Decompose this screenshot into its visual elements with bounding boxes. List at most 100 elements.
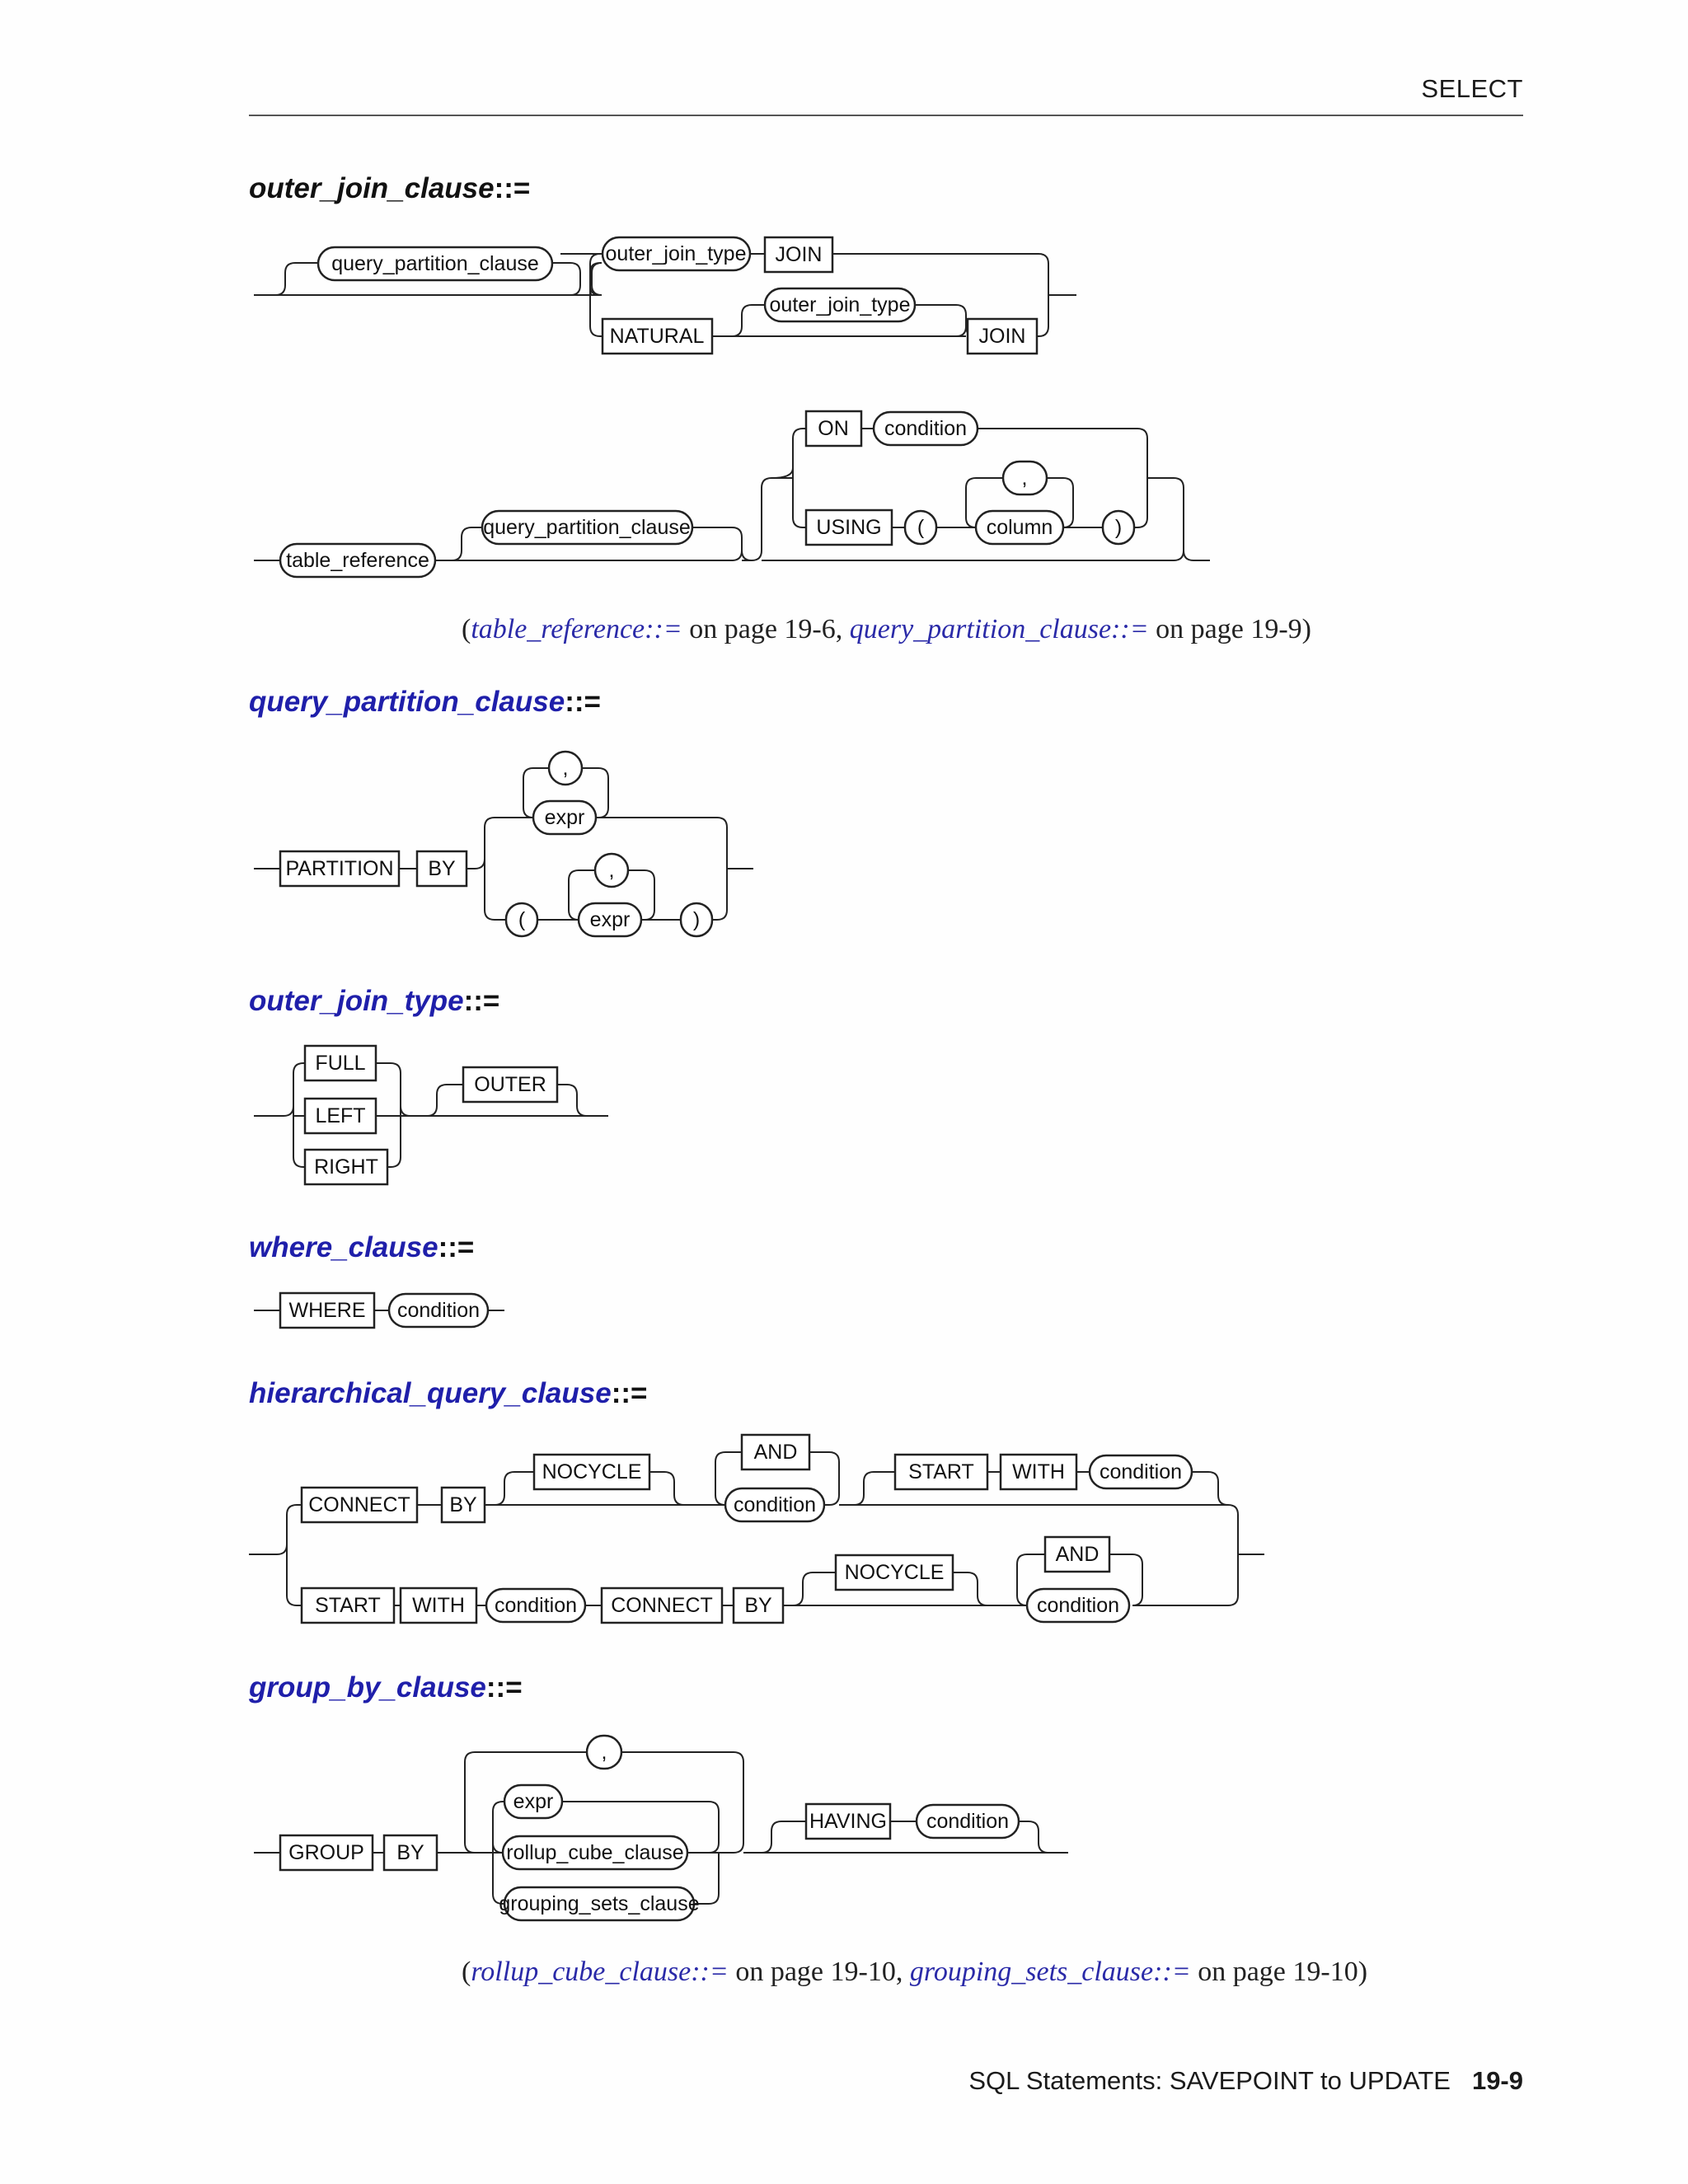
node-column [974, 509, 1065, 546]
node-with-keyword [399, 1586, 478, 1624]
footer-book-title: SQL Statements: SAVEPOINT to UPDATE [968, 2066, 1451, 2095]
node-nocycle-keyword [532, 1453, 651, 1491]
node-label: JOIN [979, 325, 1026, 348]
node-label: BY [744, 1594, 772, 1617]
xref-link-grouping-sets-clause[interactable]: grouping_sets_clause::= [909, 1957, 1191, 1987]
title-name[interactable]: outer_join_type [249, 985, 464, 1017]
xref-link-query-partition-clause[interactable]: query_partition_clause::= [849, 614, 1149, 644]
xref-text: on page 19-9 [1148, 614, 1302, 644]
node-full-keyword [303, 1044, 377, 1082]
node-label: ) [693, 908, 700, 931]
node-label: ( [518, 908, 526, 931]
title-operator: ::= [485, 1671, 523, 1704]
node-connect-keyword [600, 1586, 724, 1624]
node-condition [485, 1587, 587, 1624]
node-outer-keyword [462, 1066, 559, 1104]
node-condition [1025, 1587, 1131, 1624]
node-label: ON [818, 417, 849, 440]
title-query-partition-clause[interactable]: query_partition_clause::= [249, 686, 601, 719]
node-label: column [987, 516, 1053, 539]
node-label: outer_join_type [770, 293, 911, 316]
node-comma [547, 750, 584, 786]
title-operator: ::= [611, 1377, 648, 1409]
node-nocycle-keyword [834, 1554, 954, 1591]
node-label: START [908, 1460, 974, 1483]
header-rule [249, 115, 1523, 116]
node-by-keyword [382, 1834, 438, 1872]
xref-open: ( [462, 614, 471, 644]
footer-page-number: 19-9 [1471, 2066, 1523, 2095]
node-label: ( [917, 516, 925, 539]
xref-close: ) [1357, 1957, 1368, 1987]
node-by-keyword [732, 1586, 785, 1624]
node-outer-join-type [763, 287, 917, 323]
diagram-outer-join-type: FULL LEFT RIGHT OUTER [254, 1044, 608, 1186]
node-label: expr [590, 908, 631, 931]
xref-link-table-reference[interactable]: table_reference::= [471, 614, 682, 644]
title-hierarchical-query-clause[interactable]: hierarchical_query_clause::= [249, 1377, 647, 1410]
xref-text: on page 19-6 [682, 614, 836, 644]
node-join-keyword [966, 317, 1039, 355]
node-label: CONNECT [308, 1493, 410, 1516]
node-label: BY [428, 857, 456, 880]
node-label: BY [396, 1841, 424, 1864]
node-group-keyword [279, 1834, 374, 1872]
node-grouping-sets-clause [503, 1886, 696, 1922]
node-close-paren [1101, 509, 1136, 546]
node-comma [585, 1734, 623, 1770]
node-open-paren [504, 902, 539, 938]
node-label: LEFT [315, 1104, 365, 1127]
title-outer-join-type[interactable]: outer_join_type::= [249, 985, 499, 1018]
node-join-keyword [763, 236, 834, 274]
title-name[interactable]: query_partition_clause [249, 686, 565, 718]
node-label: PARTITION [285, 857, 393, 880]
node-comma [593, 852, 630, 888]
xref-link-rollup-cube-clause[interactable]: rollup_cube_clause::= [471, 1957, 729, 1987]
node-condition [724, 1487, 826, 1523]
xref-sep: , [895, 1957, 910, 1987]
node-label: , [609, 859, 615, 882]
xref-sep: , [835, 614, 850, 644]
node-with-keyword [999, 1453, 1078, 1491]
node-rollup-cube-clause [501, 1835, 689, 1871]
xref-open: ( [462, 1957, 471, 1987]
node-label: NATURAL [610, 325, 705, 348]
node-comma [1001, 460, 1048, 496]
title-outer-join-clause: outer_join_clause::= [249, 172, 530, 205]
title-operator: ::= [463, 985, 500, 1017]
node-expr [503, 1783, 564, 1820]
node-label: condition [495, 1594, 577, 1617]
node-label: condition [734, 1493, 816, 1516]
node-label: NOCYCLE [542, 1460, 642, 1483]
node-label: outer_join_type [606, 242, 747, 265]
page-footer: SQL Statements: SAVEPOINT to UPDATE 19-9 [968, 2066, 1523, 2096]
node-label: expr [545, 806, 585, 829]
node-query-partition-clause [316, 246, 554, 282]
node-open-paren [903, 509, 938, 546]
title-where-clause[interactable]: where_clause::= [249, 1231, 474, 1264]
node-natural-keyword [601, 317, 714, 355]
node-label: WITH [1012, 1460, 1065, 1483]
node-having-keyword [804, 1802, 892, 1840]
title-name[interactable]: group_by_clause [249, 1671, 486, 1704]
node-label: START [315, 1594, 381, 1617]
node-condition [872, 410, 979, 447]
node-table-reference [279, 542, 437, 579]
node-partition-keyword [279, 850, 401, 888]
node-label: RIGHT [314, 1155, 378, 1179]
node-label: FULL [315, 1052, 365, 1075]
xref-outer-join-clause: (table_reference::= on page 19-6, query_… [462, 614, 1311, 645]
title-operator: ::= [565, 686, 601, 718]
node-label: ) [1115, 516, 1122, 539]
node-on-keyword [804, 410, 863, 448]
node-label: condition [884, 417, 967, 440]
title-group-by-clause[interactable]: group_by_clause::= [249, 1671, 523, 1704]
title-name[interactable]: where_clause [249, 1231, 438, 1263]
xref-close: ) [1301, 614, 1311, 644]
node-left-keyword [303, 1097, 377, 1135]
node-label: condition [397, 1299, 480, 1322]
title-name[interactable]: hierarchical_query_clause [249, 1377, 612, 1409]
node-label: , [563, 757, 569, 780]
xref-text: on page 19-10 [1190, 1957, 1358, 1987]
